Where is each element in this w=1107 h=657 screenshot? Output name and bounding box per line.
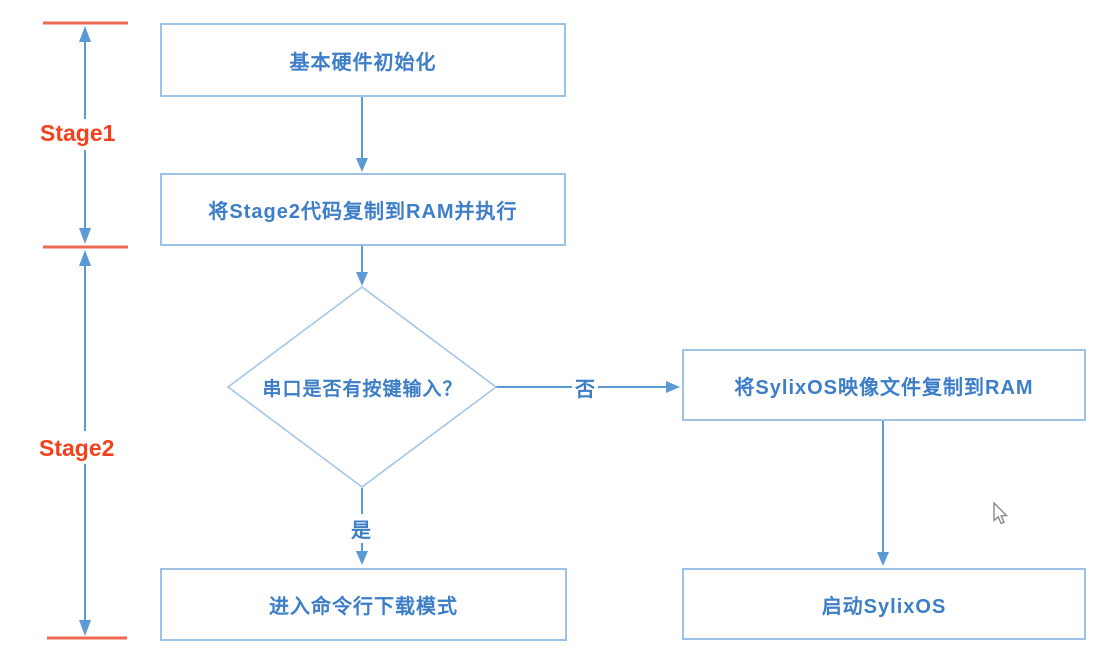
stage2-up-arrowhead	[79, 250, 91, 266]
arrowhead-down-icon	[356, 272, 368, 286]
node-hw-init: 基本硬件初始化	[160, 23, 566, 97]
edge-label-yes: 是	[348, 514, 374, 543]
stage2-dimension-line	[47, 250, 127, 640]
edge-copystage2-to-decision	[356, 246, 368, 286]
node-boot-os: 启动SylixOS	[682, 568, 1086, 640]
stage1-down-arrowhead	[79, 228, 91, 244]
arrowhead-right-icon	[666, 381, 680, 393]
mouse-pointer-icon	[993, 501, 1009, 525]
node-serial-decision-label: 串口是否有按键输入？	[262, 379, 463, 400]
stage2-down-arrowhead	[79, 620, 91, 636]
stage1-up-arrowhead	[79, 26, 91, 42]
stage2-label: Stage2	[37, 434, 117, 463]
node-copy-image: 将SylixOS映像文件复制到RAM	[682, 349, 1086, 421]
edge-copyimage-to-boot	[877, 421, 889, 566]
edge-init-to-copystage2	[356, 97, 368, 172]
node-copy-stage2: 将Stage2代码复制到RAM并执行	[160, 173, 566, 246]
stage1-dimension-line	[43, 21, 128, 249]
arrowhead-down-icon	[356, 551, 368, 565]
stage1-label: Stage1	[38, 119, 118, 148]
flow-connectors	[356, 97, 889, 566]
arrowhead-down-icon	[356, 158, 368, 172]
edge-label-no: 否	[572, 373, 598, 402]
arrowhead-down-icon	[877, 552, 889, 566]
node-download-mode: 进入命令行下载模式	[160, 568, 567, 641]
decision-diamond	[226, 286, 498, 488]
